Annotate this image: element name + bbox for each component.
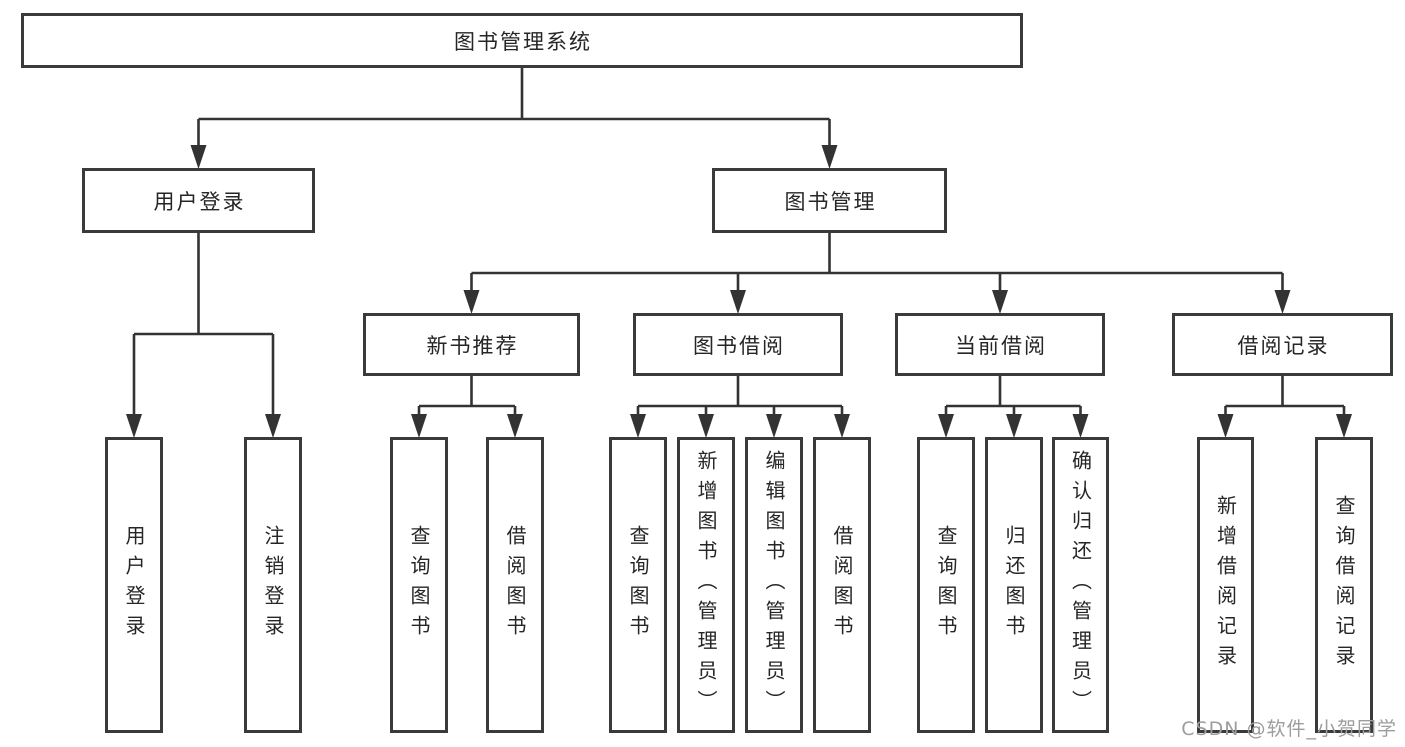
node-label-book-borrow: 图书借阅: [693, 333, 785, 358]
node-label-cb-query: 查询图书: [934, 525, 958, 645]
node-label-bb-query: 查询图书: [626, 525, 650, 645]
node-label-nb-query: 查询图书: [407, 525, 431, 645]
node-bb-edit: 编辑图书（管理员）: [745, 437, 803, 733]
node-current-borrow: 当前借阅: [895, 313, 1105, 376]
node-br-query: 查询借阅记录: [1315, 437, 1373, 733]
arrowhead-into-br-query: [1336, 414, 1352, 438]
node-bb-add: 新增图书（管理员）: [677, 437, 735, 733]
node-nb-borrow: 借阅图书: [486, 437, 544, 733]
edge-from-book-mgmt: [470, 233, 1284, 301]
arrowhead-into-book-borrow: [730, 290, 746, 314]
node-label-br-add: 新增借阅记录: [1213, 495, 1238, 675]
node-label-root: 图书管理系统: [454, 29, 592, 54]
node-cb-return: 归还图书: [985, 437, 1043, 733]
node-label-bb-edit: 编辑图书（管理员）: [762, 450, 786, 720]
node-label-bb-borrow: 借阅图书: [830, 525, 854, 645]
node-new-book-rec: 新书推荐: [363, 313, 580, 376]
arrowhead-into-leaf-user-login: [126, 414, 142, 438]
watermark: CSDN @软件_小贺同学: [1181, 718, 1397, 740]
node-cb-confirm: 确认归还（管理员）: [1052, 437, 1109, 733]
arrowhead-into-cb-confirm: [1072, 414, 1089, 438]
node-label-br-query: 查询借阅记录: [1332, 495, 1356, 675]
arrowhead-into-br-add: [1217, 414, 1234, 438]
edge-from-new-book-rec: [417, 376, 517, 425]
arrowhead-into-book-mgmt: [821, 145, 838, 169]
node-label-leaf-user-login: 用户登录: [122, 525, 146, 645]
node-label-book-mgmt: 图书管理: [784, 189, 877, 214]
node-nb-query: 查询图书: [390, 437, 448, 733]
node-label-cb-return: 归还图书: [1002, 525, 1026, 645]
node-label-nb-borrow: 借阅图书: [503, 525, 527, 645]
arrowhead-into-bb-borrow: [834, 414, 850, 438]
node-borrow-records: 借阅记录: [1172, 313, 1393, 376]
node-label-leaf-logout: 注销登录: [261, 525, 285, 645]
edge-from-book-borrow: [636, 376, 844, 425]
edge-from-borrow-records: [1224, 376, 1346, 425]
arrowhead-into-bb-edit: [766, 414, 782, 438]
arrowhead-into-current-borrow: [992, 290, 1008, 314]
edge-from-root: [197, 68, 831, 156]
arrowhead-into-user-login: [190, 145, 207, 169]
arrowhead-into-borrow-records: [1274, 290, 1291, 314]
node-label-current-borrow: 当前借阅: [955, 333, 1047, 358]
node-label-user-login: 用户登录: [153, 189, 246, 214]
node-br-add: 新增借阅记录: [1197, 437, 1254, 733]
node-bb-borrow: 借阅图书: [813, 437, 871, 733]
arrowhead-into-cb-query: [938, 414, 954, 438]
arrowhead-into-new-book-rec: [463, 290, 480, 314]
node-label-borrow-records: 借阅记录: [1237, 333, 1330, 358]
node-user-login: 用户登录: [82, 168, 315, 233]
node-root: 图书管理系统: [21, 13, 1023, 68]
arrowhead-into-bb-add: [698, 414, 714, 438]
node-leaf-user-login: 用户登录: [105, 437, 163, 733]
node-label-cb-confirm: 确认归还（管理员）: [1068, 450, 1093, 720]
node-book-mgmt: 图书管理: [712, 168, 947, 233]
arrowhead-into-bb-query: [630, 414, 646, 438]
node-leaf-logout: 注销登录: [244, 437, 302, 733]
node-label-new-book-rec: 新书推荐: [426, 333, 519, 358]
arrowhead-into-leaf-logout: [265, 414, 281, 438]
arrowhead-into-nb-borrow: [507, 414, 523, 438]
node-cb-query: 查询图书: [917, 437, 975, 733]
arrowhead-into-cb-return: [1006, 414, 1022, 438]
node-bb-query: 查询图书: [609, 437, 667, 733]
node-book-borrow: 图书借阅: [633, 313, 843, 376]
edge-from-user-login: [132, 233, 275, 425]
arrowhead-into-nb-query: [411, 414, 427, 438]
node-label-bb-add: 新增图书（管理员）: [694, 450, 718, 720]
